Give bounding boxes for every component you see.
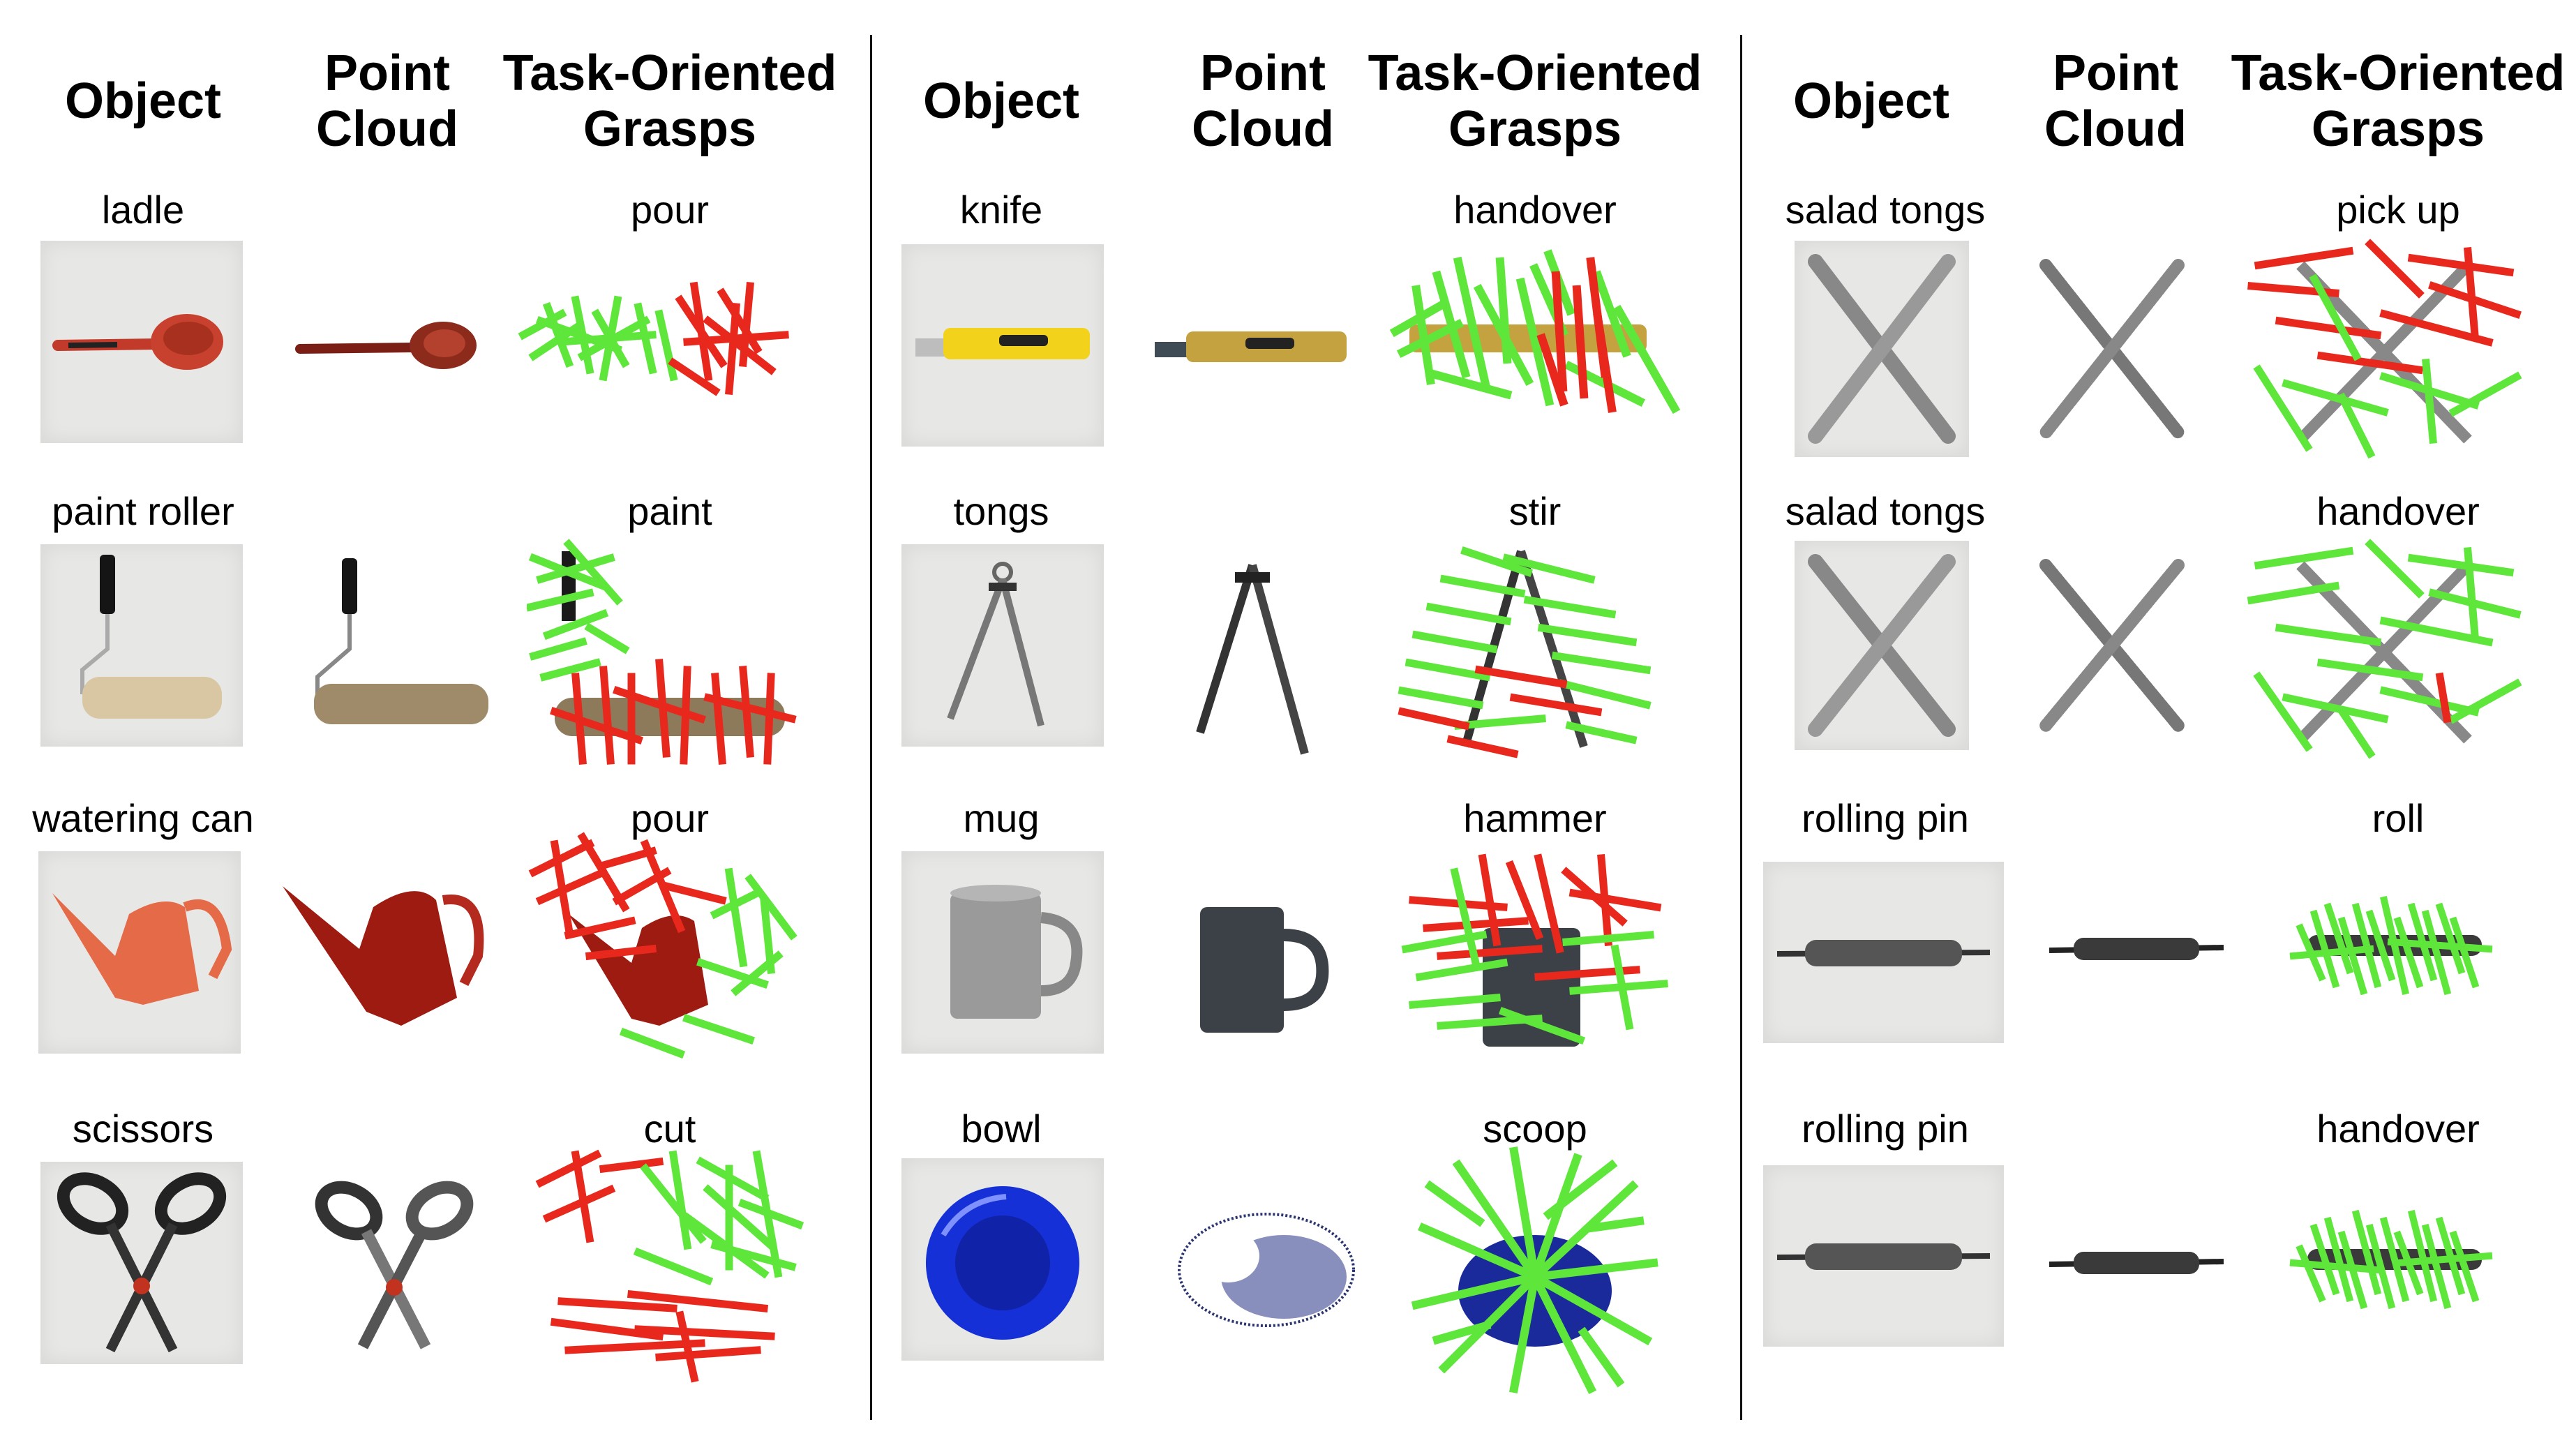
- header-object: Object: [886, 73, 1116, 129]
- task-grasps-salad-tongs-handover: [2245, 537, 2524, 761]
- point-cloud-tongs: [1172, 551, 1333, 761]
- object-photo-rolling-pin: [1763, 1165, 2004, 1347]
- task-label: scoop: [1483, 1107, 1587, 1151]
- header-point-cloud-line2: Cloud: [1192, 101, 1334, 157]
- section-divider-1: [870, 35, 872, 1420]
- header-object-text: Object: [1792, 73, 1950, 129]
- header-point-cloud: Point Cloud: [2007, 45, 2224, 157]
- header-point-cloud-line1: Point: [1200, 45, 1326, 101]
- point-cloud-rolling-pin: [2042, 921, 2238, 977]
- object-label: tongs: [953, 489, 1049, 533]
- object-label: rolling pin: [1802, 1107, 1969, 1151]
- header-object-text: Object: [64, 73, 222, 129]
- task-grasps-watering-can: [527, 830, 806, 1068]
- header-task-oriented-grasps: Task-Oriented Grasps: [2224, 45, 2573, 157]
- task-label: roll: [2372, 796, 2425, 840]
- object-photo-scissors: [40, 1162, 243, 1364]
- object-label: knife: [959, 188, 1043, 232]
- header-point-cloud-line2: Cloud: [316, 101, 458, 157]
- header-point-cloud: Point Cloud: [1155, 45, 1371, 157]
- task-grasps-salad-tongs-pick-up: [2245, 237, 2524, 461]
- point-cloud-knife: [1148, 286, 1357, 405]
- section-1: Object Point Cloud Task-Oriented Grasps …: [0, 0, 859, 1429]
- task-label: pick up: [2336, 188, 2460, 232]
- object-photo-mug: [901, 851, 1104, 1054]
- point-cloud-scissors: [300, 1169, 488, 1357]
- task-grasps-bowl: [1409, 1144, 1661, 1396]
- header-point-cloud-line2: Cloud: [2044, 101, 2187, 157]
- task-label: handover: [2316, 489, 2480, 533]
- object-photo-salad-tongs: [1795, 541, 1969, 750]
- point-cloud-salad-tongs: [2032, 251, 2192, 447]
- header-object: Object: [1756, 73, 1986, 129]
- task-grasps-scissors: [534, 1141, 806, 1385]
- object-photo-ladle: [40, 241, 243, 443]
- header-point-cloud-line1: Point: [324, 45, 450, 101]
- task-label: pour: [630, 188, 710, 232]
- header-grasps-line2: Grasps: [2311, 101, 2485, 157]
- task-label: handover: [2316, 1107, 2480, 1151]
- task-grasps-rolling-pin-handover: [2286, 1200, 2503, 1319]
- object-photo-tongs: [901, 544, 1104, 747]
- header-point-cloud-line1: Point: [2053, 45, 2178, 101]
- point-cloud-watering-can: [276, 865, 492, 1068]
- header-task-oriented-grasps: Task-Oriented Grasps: [495, 45, 844, 157]
- object-label: watering can: [32, 796, 254, 840]
- point-cloud-salad-tongs: [2032, 551, 2192, 740]
- point-cloud-mug: [1186, 893, 1333, 1047]
- task-grasps-rolling-pin-roll: [2286, 886, 2503, 1005]
- object-photo-rolling-pin: [1763, 862, 2004, 1043]
- task-grasps-ladle: [513, 258, 792, 419]
- point-cloud-bowl: [1172, 1207, 1361, 1333]
- object-label: paint roller: [52, 489, 234, 533]
- section-2: Object Point Cloud Task-Oriented Grasps …: [872, 0, 1731, 1429]
- object-photo-bowl: [901, 1158, 1104, 1361]
- object-label: scissors: [72, 1107, 214, 1151]
- point-cloud-ladle: [290, 286, 492, 405]
- object-label: ladle: [101, 188, 185, 232]
- task-grasps-paint-roller: [527, 537, 799, 768]
- object-label: bowl: [961, 1107, 1042, 1151]
- object-label: rolling pin: [1802, 796, 1969, 840]
- point-cloud-rolling-pin: [2042, 1235, 2238, 1291]
- task-label: hammer: [1463, 796, 1607, 840]
- task-label: handover: [1453, 188, 1617, 232]
- object-photo-paint-roller: [40, 544, 243, 747]
- header-grasps-line2: Grasps: [583, 101, 757, 157]
- task-grasps-tongs: [1388, 530, 1654, 761]
- header-grasps-line1: Task-Oriented: [502, 45, 837, 101]
- header-grasps-line1: Task-Oriented: [2231, 45, 2566, 101]
- task-label: stir: [1508, 489, 1562, 533]
- header-grasps-line2: Grasps: [1448, 101, 1622, 157]
- task-label: cut: [643, 1107, 696, 1151]
- object-label: mug: [963, 796, 1040, 840]
- section-divider-2: [1740, 35, 1742, 1420]
- object-photo-salad-tongs: [1795, 241, 1969, 457]
- object-label: salad tongs: [1785, 188, 1986, 232]
- header-point-cloud: Point Cloud: [279, 45, 495, 157]
- header-grasps-line1: Task-Oriented: [1368, 45, 1702, 101]
- task-grasps-mug: [1399, 844, 1671, 1061]
- task-label: paint: [627, 489, 712, 533]
- object-photo-watering-can: [38, 851, 241, 1054]
- header-object: Object: [28, 73, 258, 129]
- object-photo-knife: [901, 244, 1104, 447]
- header-object-text: Object: [922, 73, 1080, 129]
- task-label: pour: [630, 796, 710, 840]
- point-cloud-paint-roller: [290, 551, 499, 740]
- header-task-oriented-grasps: Task-Oriented Grasps: [1361, 45, 1709, 157]
- object-label: salad tongs: [1785, 489, 1986, 533]
- task-grasps-knife: [1388, 248, 1682, 422]
- section-3: Object Point Cloud Task-Oriented Grasps …: [1742, 0, 2576, 1429]
